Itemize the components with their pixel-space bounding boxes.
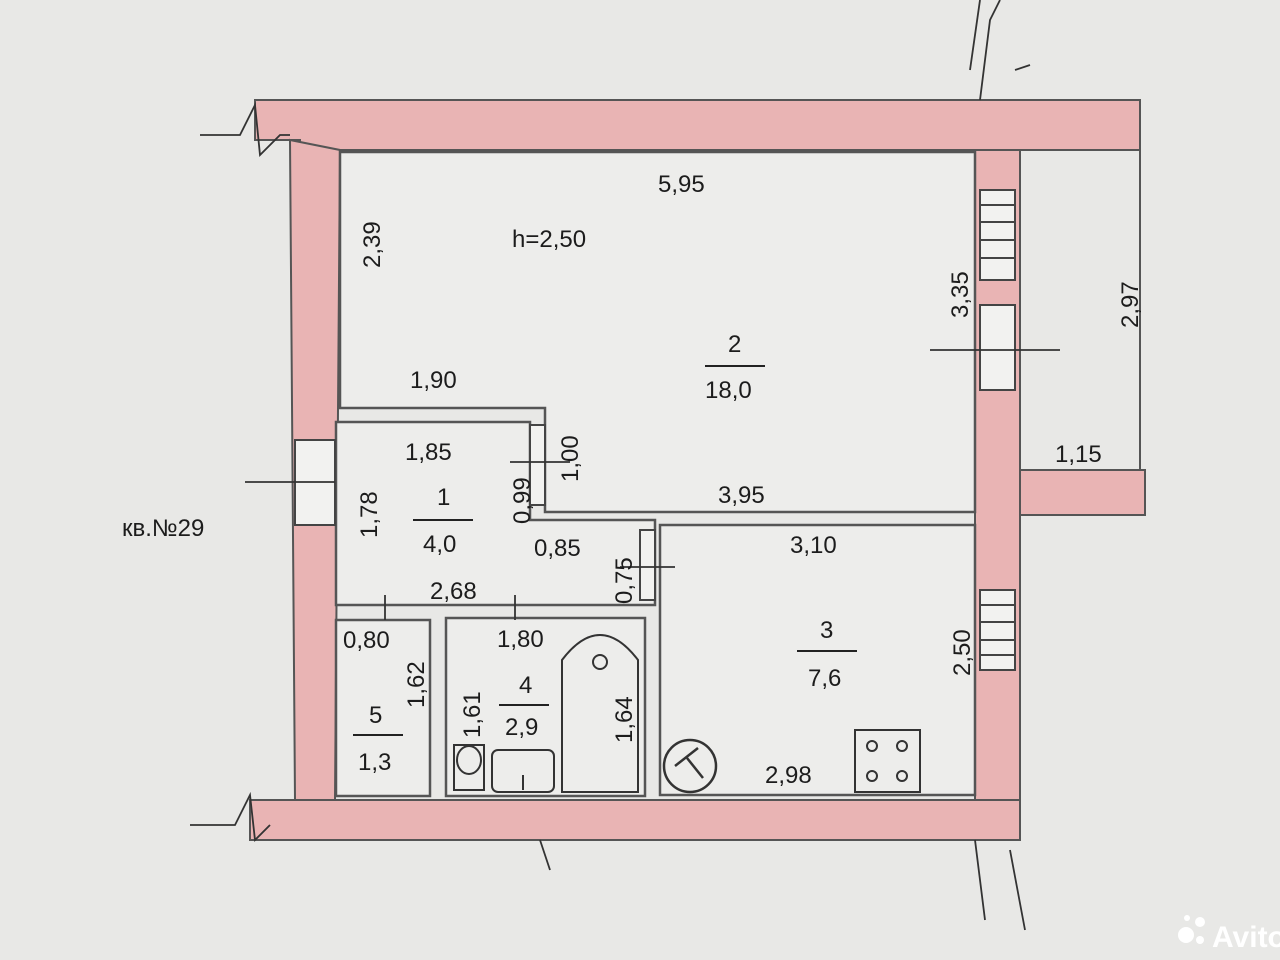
- bathtub-icon: [561, 634, 639, 793]
- room-4-area: 2,9: [505, 714, 538, 741]
- window-icon: [979, 304, 1016, 391]
- room-3-outline: [658, 523, 977, 797]
- room-2-area: 18,0: [705, 377, 752, 404]
- room-5-outline: [334, 618, 432, 798]
- dim-161: 1,61: [459, 691, 486, 738]
- dim-185: 1,85: [405, 439, 452, 466]
- watermark-text: Avito: [1212, 921, 1280, 954]
- dim-297: 2,97: [1117, 281, 1144, 328]
- dim-099: 0,99: [509, 477, 536, 524]
- dim-080: 0,80: [343, 627, 390, 654]
- dim-239: 2,39: [359, 221, 386, 268]
- axis-lines: [190, 0, 1060, 931]
- water-heater-icon: [662, 738, 718, 794]
- dim-164: 1,64: [611, 696, 638, 743]
- dim-178: 1,78: [356, 491, 383, 538]
- avito-logo-icon: [1178, 915, 1205, 944]
- door-frame: [529, 424, 546, 506]
- room-5-number: 5: [369, 702, 382, 729]
- room-5-area: 1,3: [358, 749, 391, 776]
- ceiling-height: h=2,50: [512, 226, 586, 253]
- rooms: [334, 150, 977, 798]
- sink-icon: [491, 749, 555, 793]
- dim-595: 5,95: [658, 171, 705, 198]
- dim-268: 2,68: [430, 578, 477, 605]
- dim-180: 1,80: [497, 626, 544, 653]
- dim-162: 1,62: [403, 661, 430, 708]
- dim-075: 0,75: [611, 557, 638, 604]
- room-2-number: 2: [728, 331, 741, 358]
- loggia: [1020, 149, 1141, 471]
- room-3-number: 3: [820, 617, 833, 644]
- room-1-area: 4,0: [423, 531, 456, 558]
- dim-335: 3,35: [947, 271, 974, 318]
- dim-115: 1,15: [1055, 441, 1102, 468]
- dim-190: 1,90: [410, 367, 457, 394]
- room-4-number: 4: [519, 672, 532, 699]
- apartment-label: кв.№29: [122, 515, 204, 542]
- dim-395: 3,95: [718, 482, 765, 509]
- room-2-outline: [338, 150, 977, 514]
- dim-085: 0,85: [534, 535, 581, 562]
- room-1-outline: [334, 420, 657, 607]
- dim-298: 2,98: [765, 762, 812, 789]
- dim-100: 1,00: [557, 435, 584, 482]
- window-icon: [979, 189, 1016, 281]
- fraction-lines: [353, 365, 857, 736]
- room-1-number: 1: [437, 484, 450, 511]
- stove-icon: [854, 729, 921, 793]
- door-frame: [639, 529, 656, 601]
- toilet-icon: [453, 744, 485, 791]
- room-3-area: 7,6: [808, 665, 841, 692]
- dim-250: 2,50: [949, 629, 976, 676]
- dim-310: 3,10: [790, 532, 837, 559]
- window-icon: [979, 589, 1016, 671]
